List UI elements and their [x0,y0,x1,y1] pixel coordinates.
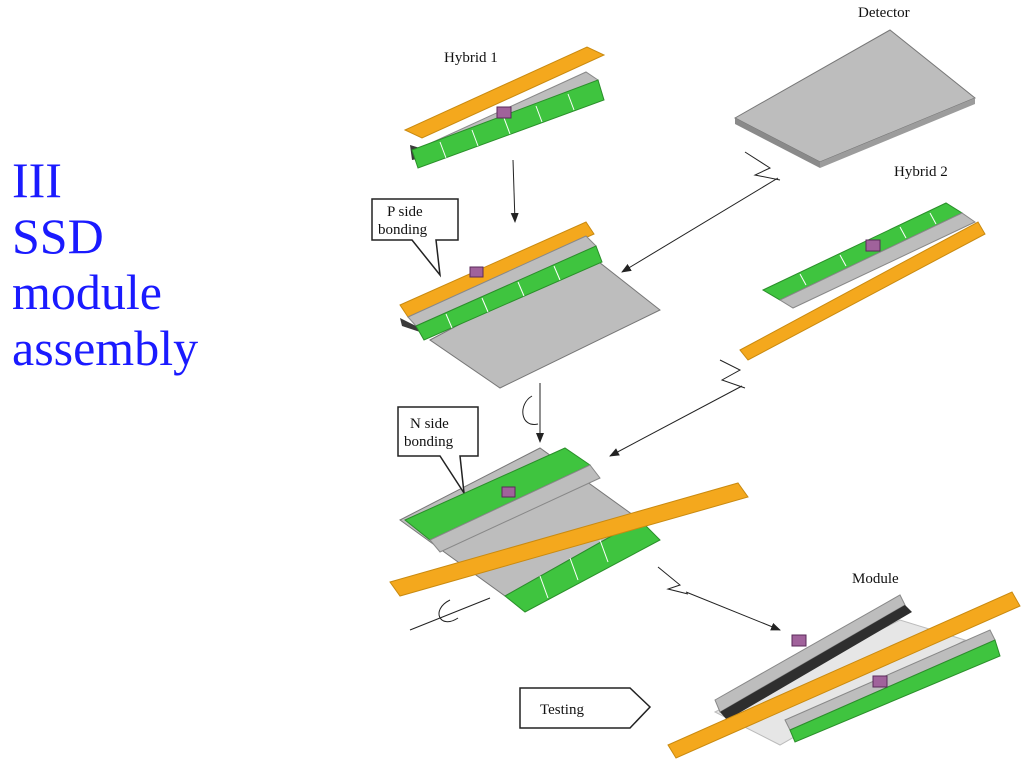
arrow-break-module [657,566,689,595]
title-line-1: III [12,152,62,208]
slide-title: III SSD module assembly [12,152,198,376]
hybrid-2 [739,202,986,361]
arrow-hybrid2-to-n-side [609,385,743,457]
module-label: Module [852,571,899,587]
module-assembly [667,591,1021,759]
detector-plate [733,29,976,168]
title-line-2: SSD [12,208,104,264]
arrow-n-side-to-module [685,591,781,631]
arrow-break-detector [744,151,781,181]
flip-arrow-2 [438,599,459,623]
n-side-label-line-2: bonding [404,434,454,450]
n-side-assembly [389,447,749,613]
p-side-label-line-1: P side [387,204,423,220]
p-side-label-line-2: bonding [378,222,428,238]
hybrid-1-label: Hybrid 1 [444,50,498,66]
arrow-break-hybrid2 [719,359,746,389]
arrow-hybrid1-to-p-side [510,159,519,223]
p-side-assembly [399,221,661,389]
rotation-axis [409,597,491,631]
title-line-4: assembly [12,320,199,376]
title-line-3: module [12,264,162,320]
hybrid-1 [403,46,606,169]
testing-callout [519,687,652,729]
flip-arrow-1 [522,395,539,425]
n-side-label-line-1: N side [410,416,449,432]
testing-label: Testing [540,702,584,718]
p-side-callout [371,198,459,278]
arrow-detector-to-p-side [621,177,779,273]
n-side-callout [397,406,479,494]
detector-label: Detector [858,5,910,21]
hybrid-2-label: Hybrid 2 [894,164,948,180]
